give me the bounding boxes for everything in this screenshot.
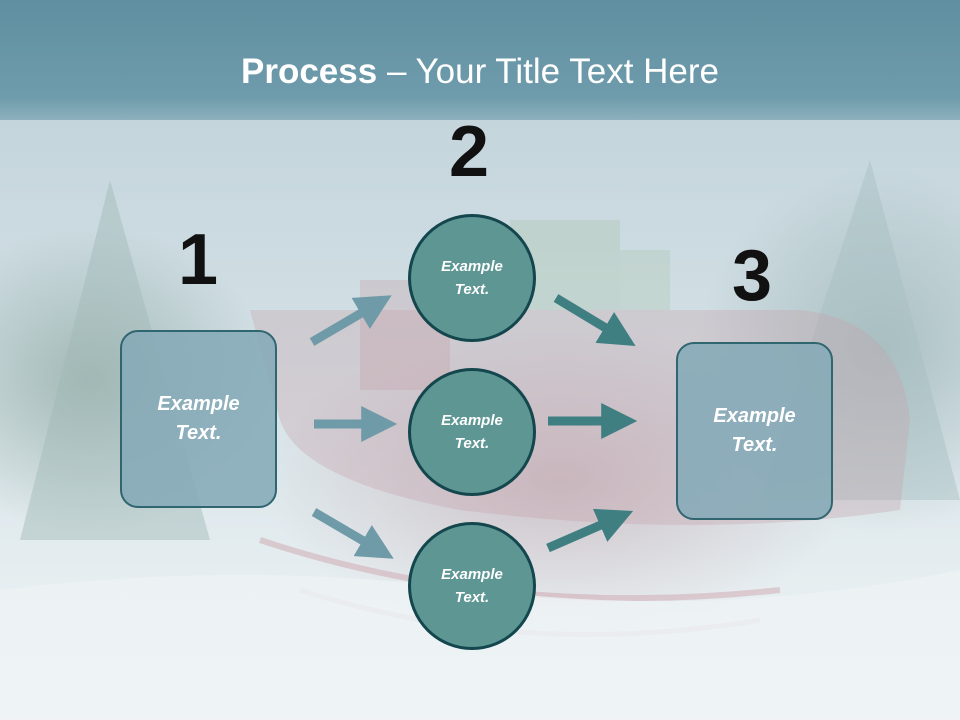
step-1-box: Example Text. (120, 330, 277, 508)
step-3-box: Example Text. (676, 342, 833, 520)
step-number-1: 1 (178, 220, 219, 300)
arrow-circle-top-to-box3 (553, 294, 636, 347)
step-3-box-text: Example Text. (713, 405, 796, 456)
step-2-circle-top: Example Text. (408, 214, 536, 342)
slide-title: Process – Your Title Text Here (0, 52, 960, 92)
step-number-2: 2 (449, 112, 490, 192)
step-number-3: 3 (732, 236, 773, 316)
step-2-circle-middle: Example Text. (408, 368, 536, 496)
circle-top-text: Example Text. (441, 258, 503, 298)
circle-bottom-text: Example Text. (441, 566, 503, 606)
header-band (0, 0, 960, 140)
arrow-box1-to-circle-bottom (311, 508, 394, 559)
step-2-circle-bottom: Example Text. (408, 522, 536, 650)
title-bold: Process (241, 52, 378, 91)
circle-middle-text: Example Text. (441, 412, 503, 452)
step-1-box-text: Example Text. (157, 393, 240, 444)
arrow-box1-to-circle-top (309, 295, 392, 346)
arrow-circle-bottom-to-box3 (546, 508, 634, 553)
title-rest: – Your Title Text Here (377, 52, 719, 91)
